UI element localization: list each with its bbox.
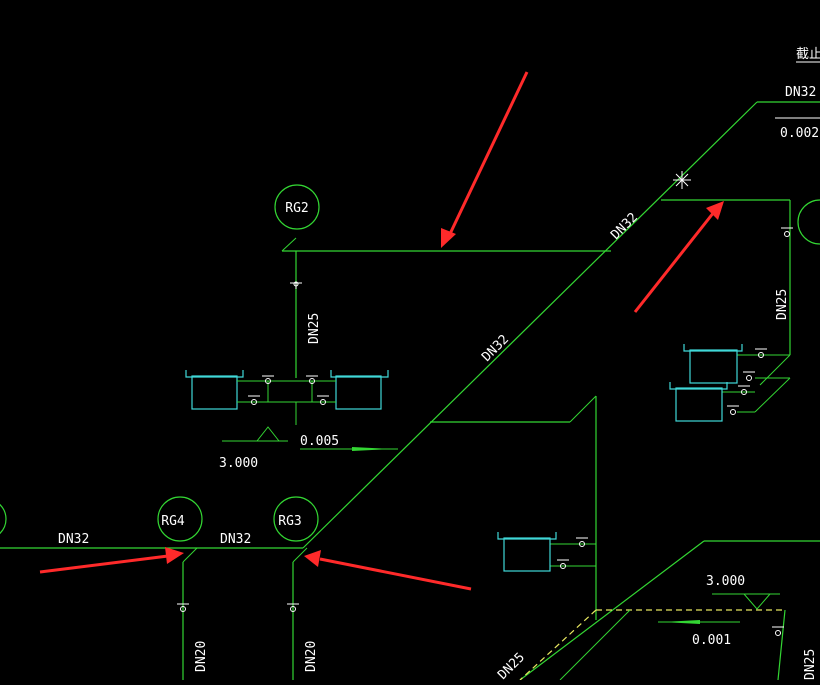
bottom-right-diag-2 — [559, 609, 631, 681]
fixture-box — [503, 537, 551, 572]
valve-icon — [317, 395, 329, 405]
valve-icon — [772, 626, 784, 636]
pipe-size-label: DN25 — [495, 650, 528, 680]
pipe-size-label: DN25 — [803, 649, 818, 680]
riser-circle-rg2 — [274, 184, 320, 230]
bottom-right-vertical-pipe — [777, 609, 786, 681]
elevation-triangle-icon — [743, 593, 771, 610]
right-drop-diag-2 — [754, 377, 791, 413]
pipe-size-label: DN25 — [307, 313, 322, 344]
annotation-arrow-icon — [39, 547, 184, 574]
elevation-triangle-icon — [256, 426, 280, 442]
dn20-right-tick — [292, 547, 308, 563]
fixture-rim — [330, 370, 389, 378]
pipe-size-label: DN32 — [785, 85, 816, 100]
dn20-left-tick — [182, 547, 198, 563]
valve-icon — [262, 375, 274, 384]
slope-arrow-icon — [352, 447, 392, 451]
valve-icon — [287, 603, 299, 612]
fixture-box — [335, 375, 382, 410]
slope-label: 0.005 — [300, 434, 339, 449]
dashed-diagonal-line — [519, 609, 597, 681]
riser-label-rg2: RG2 — [285, 201, 308, 216]
valve-icon — [781, 227, 793, 237]
fixture-group-right — [669, 344, 743, 422]
annotation-arrow-icon — [441, 71, 529, 248]
fixture-rim — [669, 382, 728, 390]
main-diagonal-pipe — [302, 101, 758, 549]
pipe-size-label: DN32 — [479, 332, 512, 365]
slope-label: 0.001 — [692, 633, 731, 648]
valve-icon — [290, 281, 302, 289]
elevation-label: 3.000 — [706, 574, 745, 589]
fixture-box — [191, 375, 238, 410]
riser-circle-rg4 — [157, 496, 203, 542]
elevation-label: 3.000 — [219, 456, 258, 471]
riser-label-rg3: RG3 — [278, 514, 301, 529]
fixture-rim — [497, 532, 557, 540]
fixture-rim — [683, 344, 743, 352]
center-branch-rise — [569, 395, 597, 423]
fixture-box — [675, 387, 723, 422]
riser-circle-partial-right — [797, 199, 820, 245]
valve-icon — [557, 559, 569, 569]
annotation-arrow-icon — [304, 550, 472, 591]
fixture-rim — [185, 370, 244, 378]
fixture-box — [689, 349, 738, 384]
pipe-size-label: DN32 — [58, 532, 89, 547]
pipe-size-label: DN25 — [775, 289, 790, 320]
pipe-size-label: DN20 — [194, 641, 209, 672]
slope-label: 0.002 — [780, 126, 819, 141]
valve-icon — [738, 385, 750, 395]
fixture-group-center-bottom — [497, 532, 557, 572]
fixture-group-center-left — [185, 370, 389, 425]
valve-icon — [248, 395, 260, 405]
valve-icon — [576, 537, 588, 547]
valve-symbols — [177, 227, 793, 636]
right-drop-diag — [759, 354, 791, 386]
pipe-size-label: DN32 — [608, 210, 641, 243]
riser-label-rg4: RG4 — [161, 514, 185, 529]
valve-icon — [743, 371, 755, 381]
top-right-title-text: 截止 — [796, 47, 820, 62]
pipe-size-label: DN20 — [304, 641, 319, 672]
valve-icon — [755, 348, 767, 358]
annotation-arrow-icon — [633, 201, 724, 313]
rg2-branch-end-tick — [281, 237, 297, 252]
riser-circle-rg3 — [273, 496, 319, 542]
crosshair-icon — [673, 171, 691, 189]
valve-icon — [177, 603, 189, 612]
slope-arrow-icon — [662, 620, 700, 624]
riser-circle-partial-left — [0, 503, 7, 535]
valve-icon — [727, 405, 739, 415]
pipe-size-label: DN32 — [220, 532, 251, 547]
valve-icon — [306, 375, 318, 384]
